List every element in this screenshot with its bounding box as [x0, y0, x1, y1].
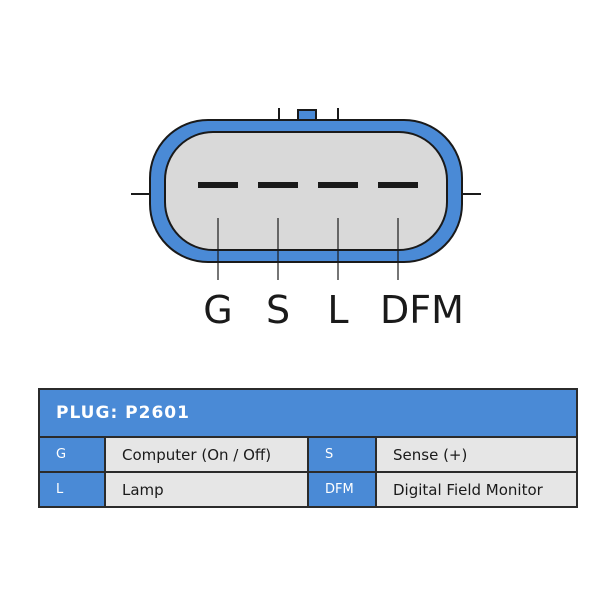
pin-label-s: S	[266, 288, 290, 332]
connector-diagram: G S L DFM	[131, 108, 481, 332]
pin-description-cell: Lamp	[106, 473, 309, 506]
pin-code-cell: G	[40, 438, 106, 471]
table-row: L Lamp DFM Digital Field Monitor	[40, 471, 576, 506]
pin-label-dfm: DFM	[380, 288, 464, 332]
connector-body	[164, 131, 448, 251]
pin-code-cell: L	[40, 473, 106, 506]
table-title: PLUG: P2601	[40, 390, 576, 438]
pin-description-cell: Digital Field Monitor	[377, 473, 576, 506]
table-row: G Computer (On / Off) S Sense (+)	[40, 438, 576, 471]
pin-label-g: G	[203, 288, 232, 332]
pin-label-l: L	[327, 288, 348, 332]
pin-description-cell: Sense (+)	[377, 438, 576, 471]
plug-table: PLUG: P2601 G Computer (On / Off) S Sens…	[38, 388, 578, 508]
pin-code-cell: DFM	[309, 473, 377, 506]
pin-code-cell: S	[309, 438, 377, 471]
pin-description-cell: Computer (On / Off)	[106, 438, 309, 471]
